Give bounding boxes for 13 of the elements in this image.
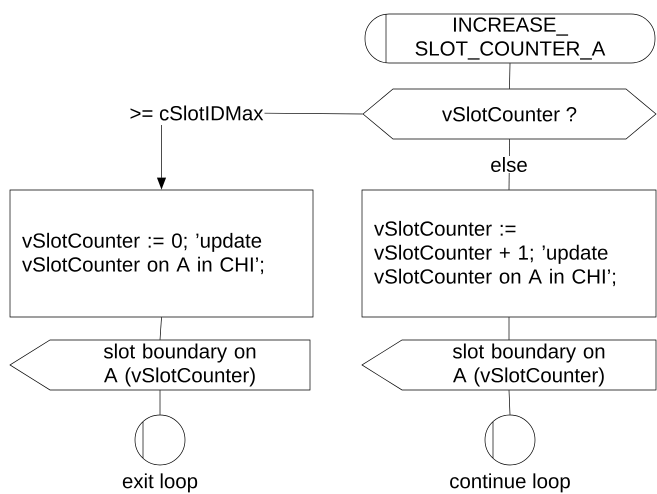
edge-label: else bbox=[491, 157, 527, 172]
node-label: exit loop bbox=[122, 473, 198, 492]
connector-line bbox=[509, 63, 510, 89]
task-box: vSlotCounter := 0; ’update vSlotCounter on A in CHI’; bbox=[10, 190, 314, 318]
connector-line bbox=[508, 316, 510, 340]
connector-circle bbox=[484, 414, 536, 466]
connector-line bbox=[508, 390, 510, 415]
connector-line bbox=[160, 316, 162, 340]
task-box: vSlotCounter := vSlotCounter + 1; ’update vSlotCounter on A in CHI’; bbox=[362, 190, 656, 318]
connector-circle bbox=[134, 414, 186, 466]
start-terminal: INCREASE_ SLOT_COUNTER_A bbox=[364, 14, 656, 64]
node-label: continue loop bbox=[450, 473, 570, 492]
edge-label: >= cSlotIDMax bbox=[130, 106, 264, 120]
